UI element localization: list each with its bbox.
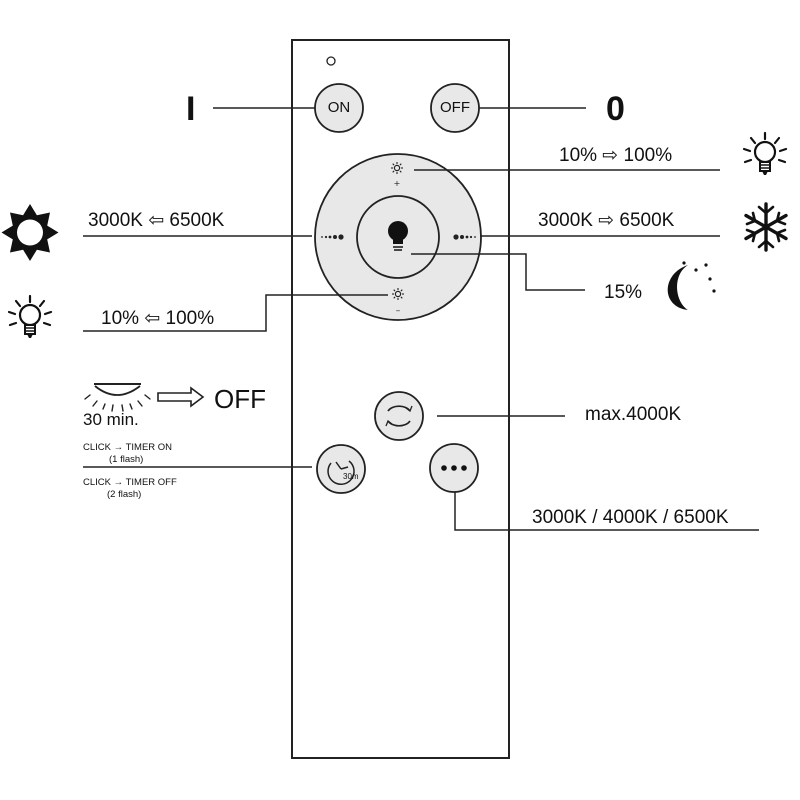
sun-icon [1, 204, 59, 261]
on-symbol: I [186, 90, 196, 128]
one-flash: (1 flash) [109, 454, 144, 465]
cycle-button[interactable] [374, 391, 424, 441]
presets-label: 3000K / 4000K / 6500K [532, 507, 729, 528]
brightness-down-icon: – [391, 287, 405, 316]
cool-label: 3000K ⇨ 6500K [538, 210, 675, 231]
click-timer-off: CLICK → TIMER OFF [83, 477, 177, 488]
clock-icon [327, 460, 355, 486]
click-timer-on: CLICK → TIMER ON [83, 442, 173, 453]
on-button-label: ON [327, 99, 351, 116]
cool-dots-icon [453, 234, 476, 240]
svg-text:–: – [396, 306, 401, 316]
brightness-up-icon: + [390, 161, 404, 188]
timer-duration: 30 min. [83, 410, 139, 429]
brightness-down-label: 10% ⇦ 100% [101, 308, 215, 329]
two-flash: (2 flash) [107, 489, 142, 500]
warm-label: 3000K ⇦ 6500K [88, 210, 225, 231]
timer-badge: 30m [343, 472, 359, 481]
cycle-icon [385, 405, 413, 427]
brightness-up-label: 10% ⇨ 100% [559, 145, 673, 166]
leader-lines [83, 107, 759, 531]
cycle-max-label: max.4000K [585, 404, 682, 425]
three-dots-icon [441, 465, 467, 471]
svg-text:+: + [394, 179, 401, 188]
bulb-rays-icon [7, 294, 53, 340]
indicator-led [326, 56, 336, 66]
timer-off-word: OFF [214, 384, 266, 414]
ceiling-lamp-icon [84, 383, 151, 412]
off-button-label: OFF [440, 99, 470, 116]
timer-off-arrow-icon [157, 386, 205, 408]
bulb-icon [388, 221, 408, 251]
off-symbol: 0 [606, 90, 625, 128]
warm-dots-icon [321, 234, 344, 240]
night-light-label: 15% [604, 282, 643, 303]
moon-stars-icon [667, 261, 716, 310]
bulb-rays-icon [742, 131, 788, 177]
snowflake-icon [744, 202, 788, 252]
